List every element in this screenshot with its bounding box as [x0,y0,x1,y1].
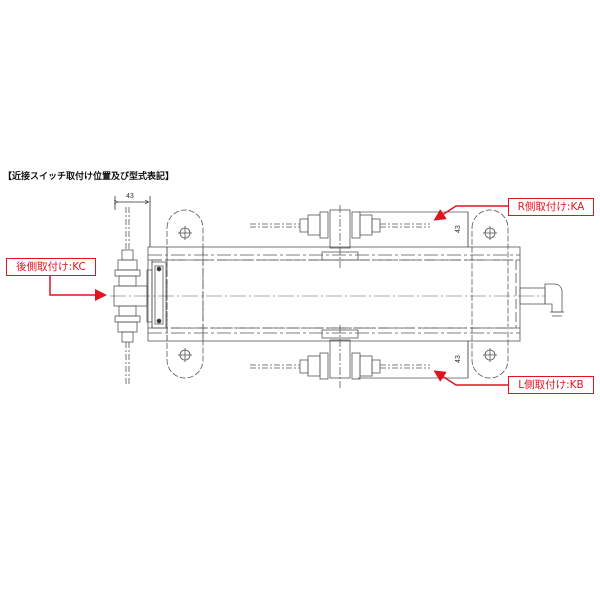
dim-rear-43 [115,196,151,247]
sensor-left-side [250,325,468,388]
leader-arrow-left [433,370,508,386]
callout-right-mount: R側取付け:KA [508,198,594,216]
right-mounting-plate [471,209,509,379]
dim-label-left: 43 [455,355,462,363]
left-end-cap [151,261,167,329]
sensor-right-side [250,205,468,268]
drawing-title: 【近接スイッチ取付け位置及び型式表記】 [3,172,175,182]
leader-arrow-rear [49,276,107,301]
callout-left-mount: L側取付け:KB [508,376,594,394]
leader-arrow-right [433,205,508,221]
callout-rear-mount: 後側取付け:KC [6,258,96,276]
elbow-fitting [519,283,564,317]
left-mounting-plate [166,209,204,379]
dim-label-rear: 43 [126,193,134,200]
main-body [110,246,545,342]
dim-label-right: 43 [455,225,462,233]
sensor-rear [113,207,153,385]
